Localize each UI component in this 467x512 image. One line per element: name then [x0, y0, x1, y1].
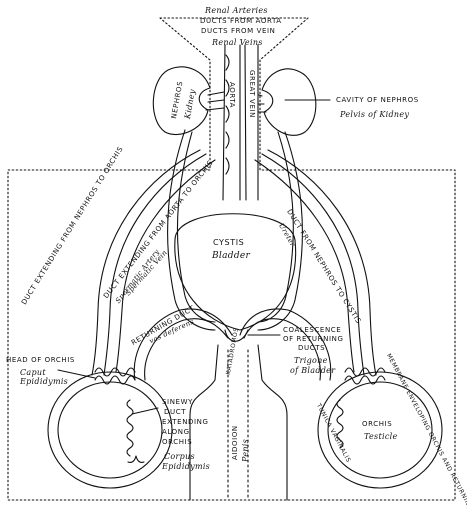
label-ducts-from-vein: DUCTS FROM VEIN	[201, 27, 276, 35]
leader-head-orchis	[57, 369, 96, 379]
right-testicle-inner	[327, 381, 433, 479]
bladder-outline	[174, 213, 297, 331]
label-cavity-of-nephros: CAVITY OF NEPHROS	[336, 96, 419, 104]
label-bladder: Bladder	[212, 251, 251, 261]
label-great-vein: GREAT VEIN	[248, 70, 256, 118]
label-coalescence-3: DUCTS	[298, 344, 326, 352]
label-aidoion: AIDOION	[231, 425, 239, 460]
renal-artery-right	[257, 94, 267, 113]
label-trigone-2: of Bladder	[290, 366, 336, 375]
left-returning-duct-inner	[144, 318, 229, 381]
renal-artery-left	[205, 91, 225, 111]
label-penis: Penis	[241, 438, 250, 462]
left-testicle-inner	[57, 381, 163, 479]
right-testicle	[317, 371, 443, 489]
penis-inner	[227, 349, 249, 501]
leader-sinewy	[131, 407, 159, 415]
label-epididymis: Epididymis	[162, 462, 211, 471]
aorta-vessel	[222, 44, 241, 201]
left-ureter-inner	[176, 131, 216, 323]
right-ureter	[257, 131, 303, 331]
left-ureter	[167, 129, 216, 331]
great-vein-vessel	[244, 44, 259, 201]
left-epididymis-coils	[94, 367, 145, 463]
right-spermatic-duct-inner	[261, 153, 365, 376]
label-orchis: ORCHIS	[362, 420, 393, 428]
label-corpus: Corpus	[164, 452, 195, 461]
left-testicle	[47, 371, 173, 489]
coalescence	[224, 329, 249, 342]
label-trigone-1: Trigone	[294, 356, 328, 365]
right-returning-duct	[239, 308, 332, 381]
label-cystis: CYSTIS	[213, 238, 245, 247]
label-ducts-from-aorta: DUCTS FROM AORTA	[200, 17, 282, 25]
label-sinewy-4: ALONG	[162, 428, 190, 436]
label-sinewy-5: ORCHIS	[162, 438, 193, 446]
label-coalescence-1: COALESCENCE	[283, 326, 342, 334]
right-duct-b-outer	[254, 159, 355, 373]
penis-shaft	[189, 344, 288, 501]
label-testicle: Testicle	[364, 432, 398, 441]
label-sinewy-1: SINEWY	[162, 398, 193, 406]
label-renal-veins: Renal Veins	[212, 38, 263, 47]
right-epididymis-coils	[336, 367, 386, 449]
label-sinewy-2: DUCT	[164, 408, 187, 416]
label-aorta: AORTA	[228, 82, 236, 109]
label-pelvis-of-kidney: Pelvis of Kidney	[340, 110, 410, 119]
label-renal-arteries: Renal Arteries	[205, 6, 268, 15]
left-duct-b-outer	[115, 159, 216, 373]
right-ureter-inner	[257, 131, 294, 323]
label-coalescence-2: OF RETURNING	[283, 335, 344, 343]
label-head-of-orchis: HEAD OF ORCHIS	[6, 356, 75, 364]
label-caput-epididymis: Caput Epididymis	[20, 368, 69, 386]
left-spermatic-duct-inner	[103, 153, 207, 376]
label-sinewy-3: EXTENDING	[162, 418, 209, 426]
right-returning-duct-inner	[243, 318, 321, 381]
left-returning-duct	[133, 308, 233, 381]
right-kidney	[261, 68, 317, 136]
left-spermatic-duct-outer	[91, 149, 201, 376]
right-spermatic-duct-outer	[267, 149, 377, 376]
